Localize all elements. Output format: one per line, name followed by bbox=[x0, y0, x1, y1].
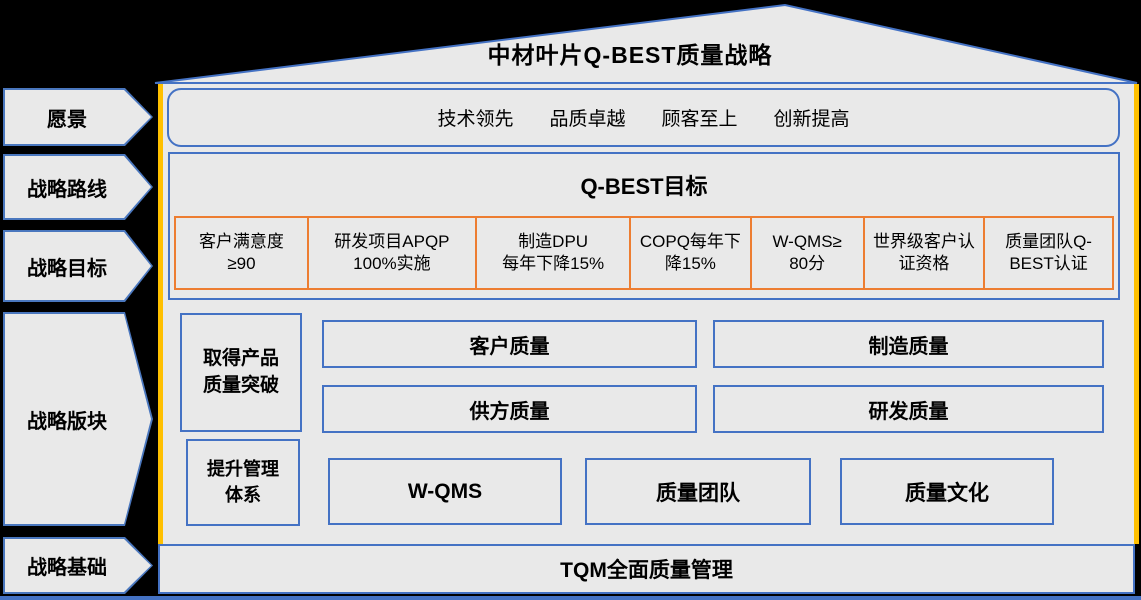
right-gold-line bbox=[1134, 84, 1139, 544]
block-management-system: 提升管理 体系 bbox=[186, 439, 300, 526]
block-product-quality-breakthrough: 取得产品 质量突破 bbox=[180, 313, 302, 432]
goal-box-wqms-score: W-QMS≥ 80分 bbox=[749, 216, 865, 290]
block-quality-culture: 质量文化 bbox=[840, 458, 1054, 525]
goal-box-copq: COPQ每年下 降15% bbox=[629, 216, 752, 290]
vision-bar: 技术领先 品质卓越 顾客至上 创新提高 bbox=[167, 88, 1120, 147]
side-label-strategic-foundation: 战略基础 bbox=[3, 537, 153, 594]
roof-shape bbox=[154, 3, 1138, 84]
goals-row: 客户满意度 ≥90 研发项目APQP 100%实施 制造DPU 每年下降15% … bbox=[174, 216, 1115, 290]
block-rnd-quality: 研发质量 bbox=[713, 385, 1104, 433]
side-label-strategic-blocks-text: 战略版块 bbox=[27, 410, 107, 433]
block-manufacturing-quality: 制造质量 bbox=[713, 320, 1104, 368]
foundation-label: TQM全面质量管理 bbox=[560, 559, 733, 582]
side-label-strategic-goals: 战略目标 bbox=[3, 230, 153, 302]
side-label-strategic-goals-text: 战略目标 bbox=[27, 257, 107, 280]
goal-box-customer-satisfaction: 客户满意度 ≥90 bbox=[174, 216, 309, 290]
side-label-strategic-blocks: 战略版块 bbox=[3, 312, 153, 526]
goal-box-apqp: 研发项目APQP 100%实施 bbox=[306, 216, 477, 290]
goal-box-world-class-cert: 世界级客户认 证资格 bbox=[862, 216, 986, 290]
side-label-strategic-route-text: 战略路线 bbox=[27, 178, 107, 201]
side-label-strategic-foundation-text: 战略基础 bbox=[27, 557, 107, 579]
side-label-vision: 愿景 bbox=[3, 88, 153, 146]
block-wqms: W-QMS bbox=[328, 458, 562, 525]
foundation-bar: TQM全面质量管理 bbox=[158, 544, 1135, 594]
block-customer-quality: 客户质量 bbox=[322, 320, 697, 368]
vision-item-innovation: 创新提高 bbox=[773, 109, 850, 130]
goals-title: Q-BEST目标 bbox=[580, 174, 708, 199]
left-gold-line bbox=[158, 84, 163, 544]
roof-triangle bbox=[154, 3, 1138, 84]
side-label-vision-text: 愿景 bbox=[47, 108, 87, 131]
side-label-strategic-route: 战略路线 bbox=[3, 154, 153, 220]
goal-box-team-cert: 质量团队Q- BEST认证 bbox=[983, 216, 1115, 290]
block-quality-team: 质量团队 bbox=[585, 458, 811, 525]
diagram-title: 中材叶片Q-BEST质量战略 bbox=[487, 42, 773, 68]
vision-item-quality: 品质卓越 bbox=[549, 109, 626, 130]
block-supplier-quality: 供方质量 bbox=[322, 385, 697, 433]
vision-item-technology: 技术领先 bbox=[437, 109, 514, 130]
goals-section: Q-BEST目标 客户满意度 ≥90 研发项目APQP 100%实施 制造DPU… bbox=[168, 152, 1120, 300]
vision-item-customer: 顾客至上 bbox=[661, 109, 738, 130]
bottom-border-line bbox=[0, 596, 1141, 600]
goal-box-dpu: 制造DPU 每年下降15% bbox=[474, 216, 632, 290]
